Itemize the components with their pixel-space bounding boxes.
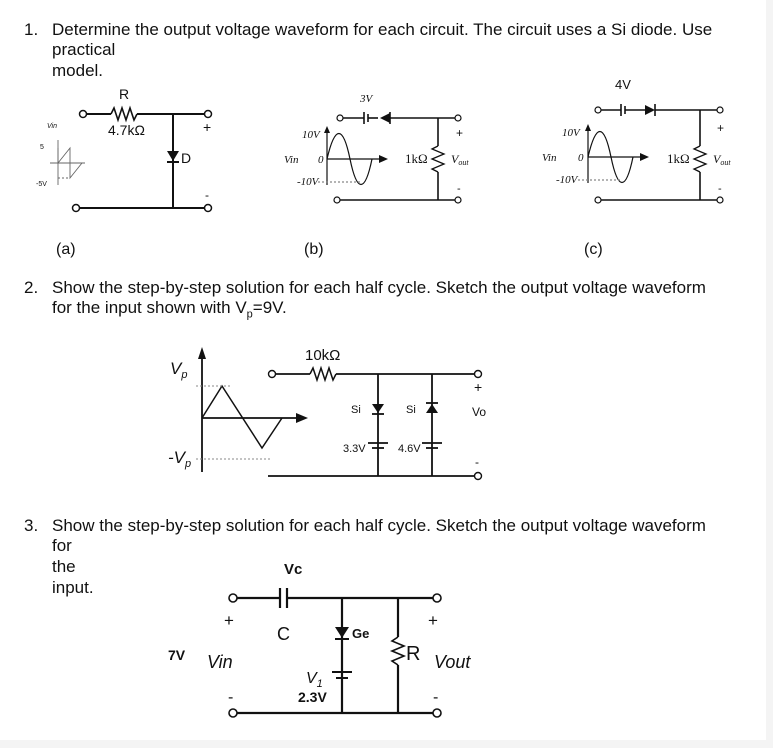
battery-value-3: 2.3V bbox=[298, 689, 327, 705]
question-number: 1. bbox=[24, 20, 39, 39]
circuit-label-c: (c) bbox=[584, 241, 603, 258]
trough-label-c: -10V bbox=[556, 174, 579, 186]
resistor-name-a: R bbox=[119, 86, 129, 102]
vin-label-3: Vin bbox=[207, 652, 233, 672]
diode-label-a: D bbox=[181, 150, 191, 166]
question-text-line1: Determine the output voltage waveform fo… bbox=[52, 20, 713, 39]
minus-3-in: - bbox=[228, 689, 233, 706]
resistor-label-b: 1kΩ bbox=[405, 151, 428, 166]
peak-label-b: 10V bbox=[302, 129, 321, 141]
vin-label-a: Vin bbox=[47, 123, 57, 130]
trough-label-a: -5V bbox=[36, 181, 47, 188]
question-text-line2: for the input. bbox=[52, 536, 94, 597]
plus-3-in: + bbox=[224, 611, 234, 630]
plus-b: + bbox=[456, 126, 463, 140]
peak-label-a: 5 bbox=[40, 144, 44, 151]
minus-2: - bbox=[475, 455, 479, 469]
zero-label-c: 0 bbox=[578, 152, 584, 164]
capacitor-label: C bbox=[277, 624, 290, 644]
battery2-label: 4.6V bbox=[398, 443, 421, 455]
question-number: 2. bbox=[24, 278, 39, 297]
plus-3-out: + bbox=[428, 611, 438, 630]
plus-c: + bbox=[717, 121, 724, 135]
neg-vp-label: -Vp bbox=[168, 448, 191, 470]
minus-b: - bbox=[457, 183, 461, 195]
diode2-label: Si bbox=[406, 404, 416, 416]
question-text-line1: Show the step-by-step solution for each … bbox=[52, 278, 706, 297]
circuit-label-a: (a) bbox=[56, 241, 76, 258]
battery-label-b: 3V bbox=[359, 93, 374, 105]
battery-label-c: 4V bbox=[615, 77, 631, 92]
plus-a: + bbox=[203, 119, 211, 135]
vout-label-c: Vout bbox=[713, 152, 731, 167]
diode1-label: Si bbox=[351, 404, 361, 416]
resistor-value-a: 4.7kΩ bbox=[108, 122, 145, 138]
zero-label-b: 0 bbox=[318, 154, 324, 166]
vin-label-b: Vin bbox=[284, 154, 299, 166]
vout-label-b: Vout bbox=[451, 152, 469, 167]
minus-a: - bbox=[205, 188, 209, 202]
vc-label: Vc bbox=[284, 561, 302, 578]
trough-label-b: -10V bbox=[297, 176, 320, 188]
resistor-label-2: 10kΩ bbox=[305, 347, 340, 364]
question-text-line1: Show the step-by-step solution for each … bbox=[52, 516, 706, 535]
battery-name-3: V1 bbox=[306, 670, 323, 690]
plus-2: + bbox=[474, 379, 482, 395]
vin-label-c: Vin bbox=[542, 152, 557, 164]
resistor-label-3: R bbox=[406, 643, 420, 665]
source-label-3: 7V bbox=[168, 647, 186, 663]
vout-label-3: Vout bbox=[434, 652, 471, 672]
peak-label-c: 10V bbox=[562, 127, 581, 139]
minus-c: - bbox=[718, 183, 722, 195]
minus-3-out: - bbox=[433, 689, 438, 706]
resistor-label-c: 1kΩ bbox=[667, 151, 690, 166]
battery1-label: 3.3V bbox=[343, 443, 366, 455]
vp-label: Vp bbox=[170, 359, 187, 381]
question-number: 3. bbox=[24, 516, 39, 535]
question-text-line2: for the input shown with Vp=9V. bbox=[52, 298, 287, 321]
diode-label-3: Ge bbox=[352, 626, 369, 641]
circuit-label-b: (b) bbox=[304, 241, 324, 258]
vo-label: Vo bbox=[472, 405, 486, 419]
question-text-line2: practical model. bbox=[52, 40, 116, 80]
